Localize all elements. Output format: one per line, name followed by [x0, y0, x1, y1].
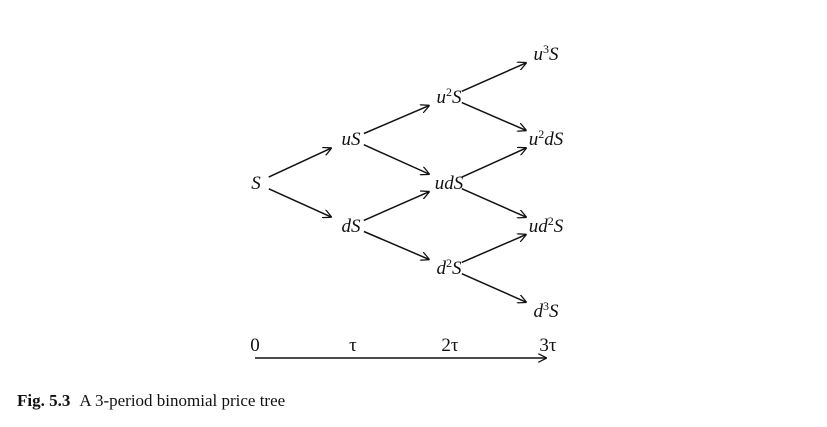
- node-ud2S: ud2S: [529, 214, 564, 237]
- node-uS: uS: [342, 129, 362, 150]
- time-label-0: 0: [250, 335, 260, 356]
- edge-dS-to-udS: [363, 192, 429, 222]
- node-dS: dS: [342, 216, 362, 237]
- figure-caption-text: A 3-period binomial price tree: [79, 391, 286, 410]
- figure-number: Fig. 5.3: [17, 391, 71, 410]
- edge-dS-to-d2S: [363, 230, 429, 260]
- time-label-3: 3τ: [539, 335, 557, 356]
- edge-uS-to-udS: [363, 144, 429, 174]
- time-axis: 0 τ 2τ 3τ: [250, 335, 557, 358]
- edge-udS-to-u2dS: [461, 148, 526, 178]
- node-u3S: u3S: [534, 42, 560, 65]
- node-d2S: d2S: [437, 256, 463, 279]
- edge-uS-to-u2S: [363, 106, 429, 135]
- node-u2S: u2S: [437, 85, 463, 108]
- edge-u2S-to-u3S: [461, 63, 526, 92]
- edge-udS-to-ud2S: [461, 188, 526, 217]
- node-u2dS: u2dS: [529, 127, 564, 150]
- node-S: S: [251, 173, 261, 194]
- node-d3S: d3S: [534, 299, 560, 322]
- time-label-1: τ: [349, 335, 357, 356]
- edge-u2S-to-u2dS: [461, 101, 526, 131]
- figure-caption: Fig. 5.3 A 3-period binomial price tree: [17, 391, 285, 411]
- node-udS: udS: [435, 173, 464, 194]
- edge-S-to-uS: [268, 148, 331, 178]
- edge-d2S-to-ud2S: [461, 235, 526, 264]
- edge-d2S-to-d3S: [461, 273, 526, 302]
- tree-edges: [268, 63, 526, 302]
- tree-nodes: SuS dS u2S udS d2S u3S u2dS ud2S d3S: [251, 42, 564, 322]
- time-label-2: 2τ: [441, 335, 459, 356]
- edge-S-to-dS: [268, 188, 331, 217]
